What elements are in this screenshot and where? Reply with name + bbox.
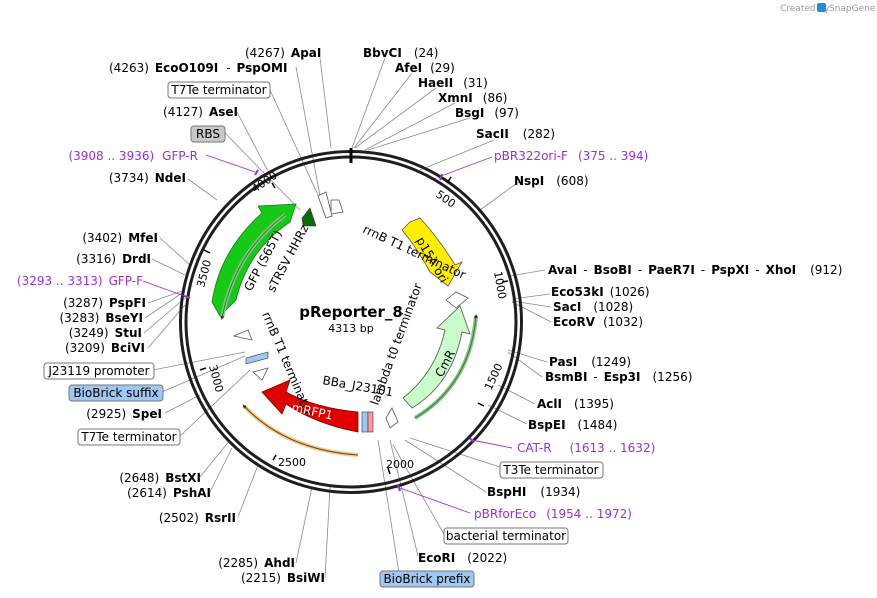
svg-text:BioBrick prefix: BioBrick prefix (383, 572, 470, 586)
svg-text:J23119 promoter: J23119 promoter (47, 364, 149, 378)
snapgene-logo-icon (817, 3, 826, 12)
site-drdi[interactable]: (3316)DrdI (76, 252, 151, 266)
site-asei[interactable]: (4127)AseI (163, 105, 238, 119)
box-j23119-promoter[interactable]: J23119 promoter (43, 362, 155, 380)
site-ecori[interactable]: EcoRI(2022) (418, 551, 507, 565)
cmr-feature[interactable] (402, 305, 471, 409)
mrfp1-label: mRFP1 (290, 400, 334, 422)
mrfp1-direction-arrow (242, 404, 359, 456)
tick-label-500: 500 (433, 188, 458, 211)
box-bacterial-terminator[interactable]: bacterial terminator (443, 527, 569, 545)
box-t3te-terminator[interactable]: T3Te terminator (499, 461, 604, 479)
svg-text:BioBrick suffix: BioBrick suffix (73, 386, 158, 400)
biobrick-suffix-feature (245, 351, 269, 365)
apai-terminator-feature (317, 191, 333, 219)
credit-prefix: Created by (780, 4, 830, 14)
primer-gfp-r[interactable]: (3908 .. 3936)GFP-R (68, 149, 198, 163)
t3te-terminator-feature (385, 407, 399, 429)
t7te-terminator-feature (252, 367, 269, 381)
primer-leaders (142, 154, 513, 514)
tick-label-2500: 2500 (278, 456, 306, 469)
site-mfei[interactable]: (3402)MfeI (82, 231, 158, 245)
box-t7te-left[interactable]: T7Te terminator (77, 428, 181, 446)
box-biobrick-prefix[interactable]: BioBrick prefix (379, 570, 475, 588)
site-bcivi[interactable]: (3209)BciVI (65, 341, 145, 355)
ticks (199, 176, 509, 475)
primer-pbr322ori-f[interactable]: pBR322ori-F(375 .. 394) (494, 149, 648, 163)
site-spei[interactable]: (2925)SpeI (86, 407, 162, 421)
plasmid-name: pReporter_8 (299, 303, 403, 321)
tick-label-1000: 1000 (491, 270, 509, 300)
biobrick-prefix-feature (361, 411, 369, 433)
site-afei[interactable]: AfeI(29) (395, 61, 455, 75)
site-bspei[interactable]: BspEI(1484) (528, 418, 617, 432)
site-nspi[interactable]: NspI(608) (514, 174, 589, 188)
tick-label-4000: 4000 (249, 169, 279, 196)
site-acli[interactable]: AclI(1395) (537, 397, 614, 411)
site-haeii[interactable]: HaeII(31) (418, 76, 488, 90)
credit-brand: SnapGene (829, 4, 876, 14)
primer-cat-r[interactable]: CAT-R(1613 .. 1632) (517, 441, 655, 455)
site-saci[interactable]: SacI(1028) (553, 300, 633, 314)
site-avai-group[interactable]: AvaI-BsoBI-PaeR7I-PspXI-XhoI(912) (548, 263, 842, 277)
site-pspfi[interactable]: (3287)PspFI (63, 296, 146, 310)
site-pasi[interactable]: PasI(1249) (549, 355, 631, 369)
svg-text:T3Te terminator: T3Te terminator (502, 463, 598, 477)
gfp-feature[interactable] (211, 203, 297, 317)
site-bsmbi[interactable]: BsmBI-Esp3I(1256) (545, 370, 692, 384)
gfp-direction-arrow (220, 214, 286, 320)
box-biobrick-suffix[interactable]: BioBrick suffix (68, 384, 164, 402)
box-t7te-top[interactable]: T7Te terminator (167, 81, 271, 99)
leader-lines (143, 57, 552, 580)
site-ecoo109i[interactable]: (4263)EcoO109I-PspOMI (109, 61, 287, 75)
site-bseyi[interactable]: (3283)BseYI (60, 311, 144, 325)
promoter-feature (367, 411, 374, 433)
site-rsrii[interactable]: (2502)RsrII (159, 511, 236, 525)
mrfp1-feature[interactable] (261, 379, 359, 433)
site-stui[interactable]: (3249)StuI (69, 326, 142, 340)
site-ecorv[interactable]: EcoRV(1032) (553, 315, 643, 329)
t7te-top-terminator-feature (330, 199, 344, 215)
site-apai[interactable]: (4267)ApaI (245, 46, 321, 60)
svg-text:RBS: RBS (196, 127, 220, 141)
primer-ticks (183, 169, 474, 492)
site-eco53ki[interactable]: Eco53kI(1026) (551, 285, 650, 299)
site-sacii[interactable]: SacII(282) (476, 127, 555, 141)
box-rbs[interactable]: RBS (190, 125, 226, 143)
primer-gfp-f[interactable]: (3293 .. 3313)GFP-F (17, 274, 143, 288)
svg-text:T7Te terminator: T7Te terminator (170, 83, 266, 97)
j23119-terminator-feature (232, 329, 253, 341)
site-bsiwi[interactable]: (2215)BsiWI (241, 571, 325, 585)
tick-label-3000: 3000 (206, 363, 226, 393)
cmr-label: CmR (432, 348, 458, 380)
plasmid-size: 4313 bp (328, 322, 373, 335)
site-pshai[interactable]: (2614)PshAI (127, 486, 211, 500)
lambda-terminator-head (445, 291, 469, 309)
site-ahdi[interactable]: (2285)AhdI (218, 556, 295, 570)
cmr-direction-arrow (414, 314, 478, 419)
p15a-ori-feature[interactable] (401, 217, 463, 287)
site-bsphi[interactable]: BspHI(1934) (487, 485, 580, 499)
site-bbvci[interactable]: BbvCI(24) (363, 46, 438, 60)
site-bstxi[interactable]: (2648)BstXI (119, 471, 201, 485)
rbs-feature (301, 207, 317, 227)
svg-text:T7Te terminator: T7Te terminator (80, 430, 176, 444)
site-bsgi[interactable]: BsgI(97) (455, 106, 519, 120)
primer-pbrforeco[interactable]: pBRforEco(1954 .. 1972) (474, 507, 632, 521)
site-ndei[interactable]: (3734)NdeI (109, 171, 186, 185)
site-xmni[interactable]: XmnI(86) (438, 91, 507, 105)
svg-text:bacterial terminator: bacterial terminator (446, 529, 566, 543)
tick-label-2000: 2000 (386, 458, 414, 471)
